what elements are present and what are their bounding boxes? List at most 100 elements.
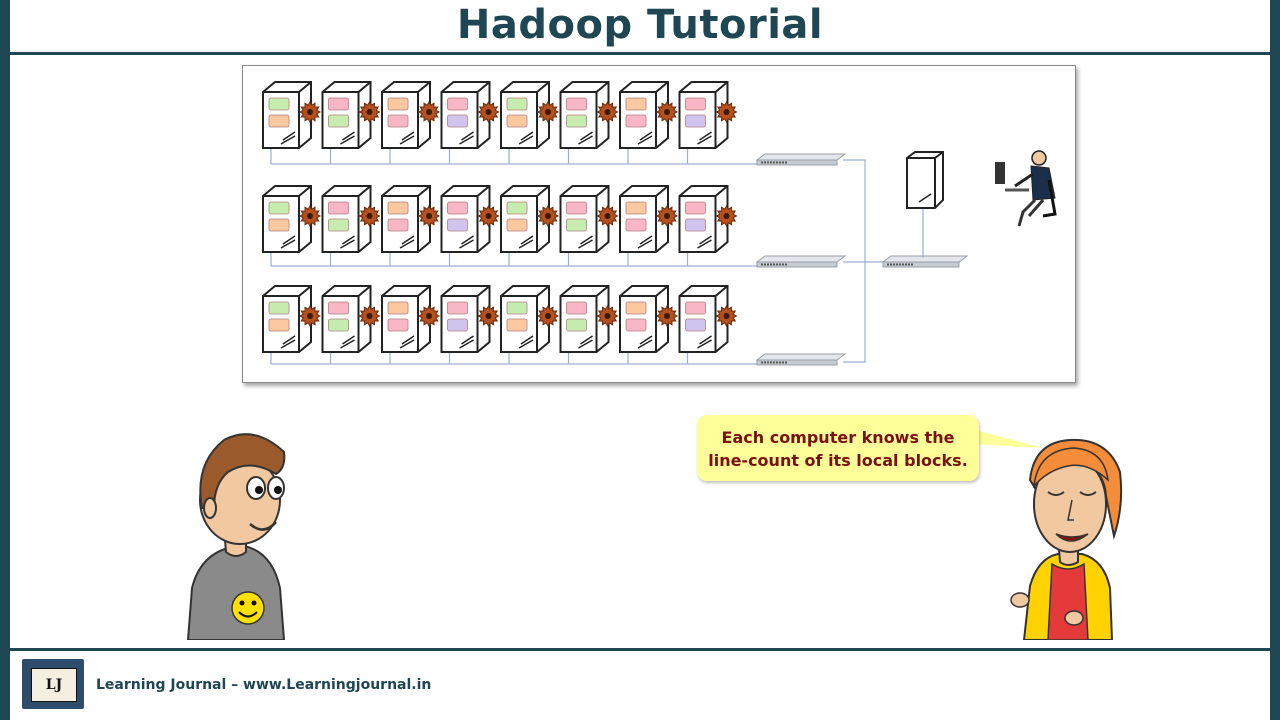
computer-r2-c1-slot <box>280 235 296 249</box>
computer-r3-c1-slot <box>280 335 296 349</box>
computer-r3-c4-block-2 <box>447 318 468 332</box>
computer-r3-c2-edges <box>322 285 372 352</box>
computer-r1-c7-gear-hub <box>664 109 670 115</box>
speech-line-2: line-count of its local blocks. <box>708 451 968 470</box>
computer-r3-c8-edges <box>679 285 729 352</box>
computer-r2-c4-block-1 <box>447 201 468 215</box>
computer-r3-c5-block-1 <box>506 301 528 315</box>
master-server-edges <box>907 151 944 208</box>
computer-r3-c3-slot <box>399 335 415 349</box>
core-switch <box>882 261 960 268</box>
computer-r3-c1-block-1 <box>268 301 290 315</box>
computer-r1-c5-block-1 <box>506 97 528 111</box>
computer-r2-c2-slot <box>340 235 355 249</box>
computer-r3-c5-gear-hub <box>545 313 551 319</box>
master-server <box>906 151 944 209</box>
row-1-switch-top <box>755 153 847 161</box>
computer-r1-c4-slot <box>459 131 474 145</box>
computer-r2-c7-slot <box>637 235 653 249</box>
computer-r3-c2-block-2 <box>328 318 349 332</box>
computer-r2-c3-slot <box>399 235 415 249</box>
computer-r3-c5-slot <box>518 335 534 349</box>
computer-r2-c3-block-1 <box>387 201 409 215</box>
computer-r2-c3-edges <box>382 185 431 252</box>
computer-r2-c6-block-2 <box>566 218 587 232</box>
computer-r1-c2-edges <box>322 81 372 148</box>
computer-r1-c5-gear-hub <box>545 109 551 115</box>
row-1-switch <box>756 159 838 166</box>
computer-r3-c1-edges <box>263 285 312 352</box>
computer-r2-c3-block-2 <box>387 218 409 232</box>
computer-r1-c7-block-2 <box>625 114 647 128</box>
row-2-switch-top <box>755 255 847 263</box>
computer-r1-c5-block-2 <box>506 114 528 128</box>
computer-r2-c6-block-1 <box>566 201 587 215</box>
learning-journal-logo[interactable]: LJ <box>22 659 84 709</box>
user-legs <box>1017 198 1045 227</box>
computer-r2-c4-gear-hub <box>485 213 492 219</box>
computer-r2-c7-block-2 <box>625 218 647 232</box>
computer-r3-c3-block-2 <box>387 318 409 332</box>
computer-r1-c6-slot <box>578 131 593 145</box>
speech-bubble: Each computer knows the line-count of it… <box>697 415 979 481</box>
computer-r3-c4-slot <box>459 335 474 349</box>
footer-credit[interactable]: Learning Journal – www.Learningjournal.i… <box>96 677 432 693</box>
boy-character <box>186 433 286 640</box>
computer-r2-c5-edges <box>501 185 550 252</box>
woman-character <box>1010 438 1123 640</box>
computer-r3-c6-edges <box>560 285 610 352</box>
computer-r2-c8-block-2 <box>685 218 706 232</box>
computer-r1-c1-block-2 <box>268 114 290 128</box>
computer-r1-c3-block-2 <box>387 114 409 128</box>
row-3-switch-top <box>755 353 847 361</box>
computer-r2-c1-block-1 <box>268 201 290 215</box>
computer-r2-c8-edges <box>679 185 729 252</box>
computer-r2-c2-gear-hub <box>366 213 373 219</box>
computer-r3-c8-gear-hub <box>723 313 730 319</box>
computer-r2-c4-block-2 <box>447 218 468 232</box>
computer-r1-c2-gear-hub <box>366 109 373 115</box>
computer-r1-c7-block-1 <box>625 97 647 111</box>
computer-r2-c7-gear-hub <box>664 213 670 219</box>
computer-r3-c6-block-2 <box>566 318 587 332</box>
computer-r3-c7-block-2 <box>625 318 647 332</box>
computer-r2-c8-gear-hub <box>723 213 730 219</box>
title-bar: Hadoop Tutorial <box>10 0 1270 55</box>
computer-r3-c5-block-2 <box>506 318 528 332</box>
computer-r1-c2-block-2 <box>328 114 349 128</box>
computer-r2-c6-edges <box>560 185 610 252</box>
row-2-switch <box>756 261 838 268</box>
computer-r3-c3-gear-hub <box>426 313 432 319</box>
cluster-svg <box>262 81 1057 366</box>
computer-r1-c4-edges <box>441 81 491 148</box>
computer-r1-c5-slot <box>518 131 534 145</box>
trunk-line <box>843 159 883 363</box>
computer-r3-c4-gear-hub <box>485 313 492 319</box>
computer-r2-c2-block-1 <box>328 201 349 215</box>
computer-r3-c2-slot <box>340 335 355 349</box>
computer-r1-c3-edges <box>382 81 431 148</box>
computer-r3-c7-slot <box>637 335 653 349</box>
computer-r3-c8-block-1 <box>685 301 706 315</box>
footer: LJ Learning Journal – www.Learningjourna… <box>10 648 1270 723</box>
computer-r1-c3-block-1 <box>387 97 409 111</box>
row-3-switch <box>756 359 838 366</box>
computer-r1-c6-gear-hub <box>604 109 611 115</box>
computer-r2-c2-block-2 <box>328 218 349 232</box>
computer-r1-c1-block-1 <box>268 97 290 111</box>
left-frame <box>0 0 10 720</box>
computer-r2-c8-slot <box>697 235 712 249</box>
computer-r2-c5-block-2 <box>506 218 528 232</box>
right-frame <box>1270 0 1280 720</box>
computer-r1-c1-edges <box>263 81 312 148</box>
computer-r3-c1-gear-hub <box>307 313 313 319</box>
computer-r2-c2-edges <box>322 185 372 252</box>
computer-r1-c8-block-1 <box>685 97 706 111</box>
bubble-tail <box>975 430 1043 448</box>
computer-r2-c3-gear-hub <box>426 213 432 219</box>
computer-r1-c4-gear-hub <box>485 109 492 115</box>
computer-r3-c6-gear-hub <box>604 313 611 319</box>
speech-bubble-text: Each computer knows the line-count of it… <box>697 426 979 472</box>
computer-r2-c5-block-1 <box>506 201 528 215</box>
master-server-slot <box>918 193 932 203</box>
